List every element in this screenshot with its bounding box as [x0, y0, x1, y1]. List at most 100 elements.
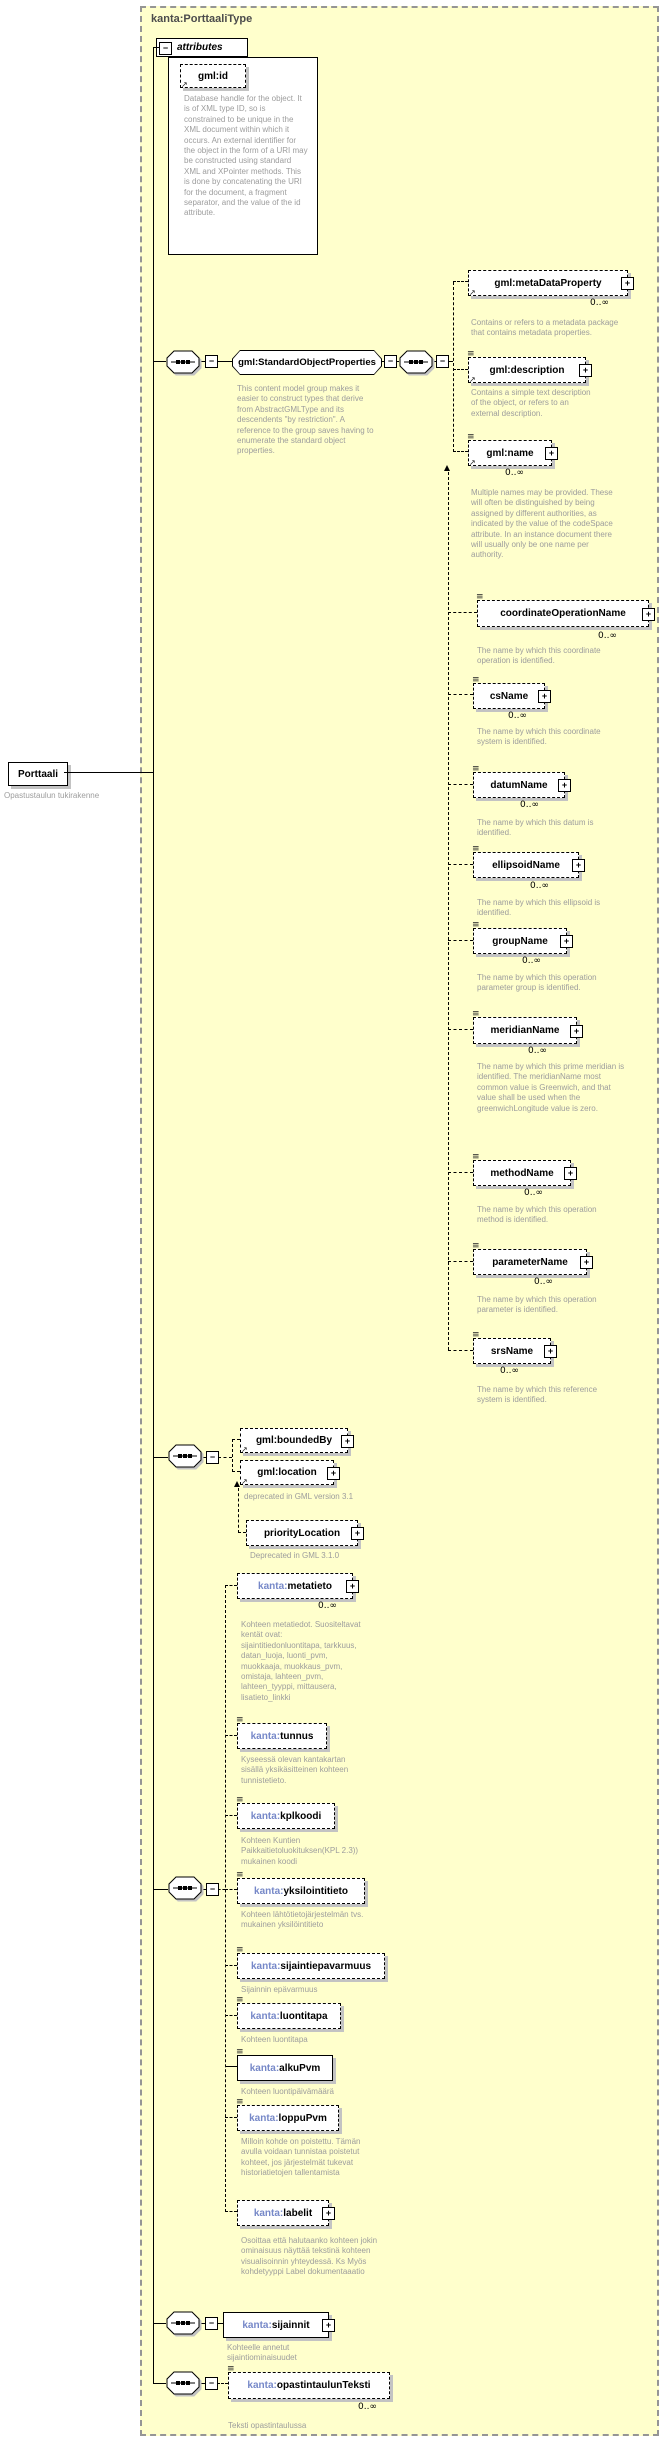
collapse-toggle[interactable]: −: [436, 355, 449, 368]
expand-toggle[interactable]: +: [572, 859, 585, 872]
element-csName[interactable]: csName≡+: [472, 676, 551, 709]
expand-toggle[interactable]: +: [564, 1167, 577, 1180]
annotation-text: The name by which this datum is identifi…: [477, 818, 594, 838]
element-groupName[interactable]: groupName≡+: [472, 921, 573, 954]
element-kanta:yksilointitieto[interactable]: kanta:yksilointitieto≡: [236, 1871, 365, 1904]
annotation-text: Kohteen luontitapa: [241, 2035, 308, 2044]
collapse-toggle[interactable]: −: [206, 1451, 219, 1464]
element-prefix: kanta:: [253, 2207, 284, 2219]
expand-toggle[interactable]: +: [579, 364, 592, 377]
sequence-compositor-icon[interactable]: [166, 2371, 200, 2400]
element-kanta:labelit[interactable]: kanta:labelit +: [237, 2200, 335, 2226]
expand-toggle[interactable]: +: [544, 1345, 557, 1358]
expand-toggle[interactable]: +: [545, 447, 558, 460]
sequence-compositor-icon[interactable]: [168, 1444, 202, 1473]
occurrence-indicator: 0..∞: [522, 956, 541, 966]
collapse-toggle[interactable]: −: [205, 2317, 218, 2330]
annotation-text: The name by which this operation method …: [477, 1205, 597, 1225]
annotation-lines-icon: ≡: [476, 592, 484, 602]
element-gml:name[interactable]: gml:name↗≡+: [467, 433, 558, 467]
element-Porttaali[interactable]: Porttaali: [8, 762, 68, 786]
expand-toggle[interactable]: +: [621, 277, 634, 290]
element-methodName[interactable]: methodName≡+: [472, 1153, 577, 1186]
element-name: location: [278, 1467, 317, 1478]
element-gml:StandardObjectProperties[interactable]: gml:StandardObjectProperties: [232, 350, 382, 375]
element-kanta:alkuPvm[interactable]: kanta:alkuPvm≡: [236, 2048, 333, 2081]
element-prefix: gml:: [489, 364, 511, 376]
element-coordinateOperationName[interactable]: coordinateOperationName≡+: [476, 593, 655, 627]
connector-line: [217, 2383, 228, 2384]
element-name: metaDataProperty: [515, 277, 602, 289]
connector-line: [225, 2015, 237, 2016]
element-kanta:metatieto[interactable]: kanta:metatieto+: [237, 1573, 359, 1599]
element-prefix: kanta:: [249, 2112, 279, 2124]
connector-line: [153, 2383, 166, 2384]
expand-toggle[interactable]: +: [346, 1580, 359, 1593]
occurrence-indicator: 0..∞: [520, 800, 539, 810]
expand-toggle[interactable]: +: [327, 1466, 340, 1480]
expand-toggle[interactable]: +: [351, 1527, 364, 1540]
element-kanta:loppuPvm[interactable]: kanta:loppuPvm≡: [236, 2098, 339, 2131]
element-priorityLocation[interactable]: priorityLocation +: [246, 1520, 364, 1546]
sequence-compositor-icon[interactable]: [166, 350, 200, 379]
element-gml:location[interactable]: gml:location ↗ +: [240, 1460, 340, 1486]
root-annotation: Opastustaulun tukirakenne: [4, 791, 100, 800]
element-prefix: gml:: [257, 1467, 279, 1478]
expand-toggle[interactable]: +: [580, 1256, 593, 1269]
element-srsName[interactable]: srsName≡+: [472, 1331, 557, 1364]
connector-line: [453, 369, 468, 370]
expand-toggle[interactable]: +: [538, 690, 551, 703]
element-gml:boundedBy[interactable]: gml:boundedBy↗+: [240, 1428, 354, 1454]
element-kanta:sijaintiepavarmuus[interactable]: kanta:sijaintiepavarmuus≡: [236, 1946, 385, 1979]
element-gml:description[interactable]: gml:description↗≡+: [467, 350, 592, 384]
annotation-text: The name by which this coordinate operat…: [477, 646, 601, 666]
element-prefix: gml:: [198, 70, 220, 82]
sequence-compositor-icon[interactable]: [168, 1876, 202, 1905]
element-name: labelit: [283, 2207, 313, 2219]
expand-toggle[interactable]: +: [558, 779, 571, 792]
connector-line: [153, 1457, 168, 1458]
annotation-lines-icon: ≡: [472, 1330, 480, 1340]
expand-toggle[interactable]: +: [341, 1434, 354, 1448]
element-gml:metaDataProperty[interactable]: gml:metaDataProperty↗+: [468, 270, 634, 297]
collapse-toggle[interactable]: −: [206, 1883, 219, 1896]
expand-toggle[interactable]: +: [322, 2207, 335, 2220]
element-name: opastintaulunTeksti: [276, 2380, 371, 2391]
element-kanta:luontitapa[interactable]: kanta:luontitapa≡: [236, 1996, 341, 2029]
element-name: sijaintiepavarmuus: [280, 1960, 372, 1972]
annotation-lines-icon: ≡: [472, 675, 480, 685]
occurrence-indicator: 0..∞: [530, 881, 549, 891]
element-kanta:opastintaulunTeksti[interactable]: kanta:opastintaulunTeksti≡: [227, 2365, 390, 2399]
element-meridianName[interactable]: meridianName≡+: [472, 1010, 583, 1044]
type-definition-frame: [140, 6, 659, 2436]
sequence-compositor-icon[interactable]: [399, 350, 433, 379]
collapse-toggle[interactable]: −: [205, 2377, 218, 2390]
element-name: tunnus: [280, 1730, 314, 1742]
element-gml:id[interactable]: gml:id↗: [180, 64, 246, 89]
element-name: priorityLocation: [263, 1527, 341, 1539]
element-kanta:kplkoodi[interactable]: kanta:kplkoodi≡: [236, 1796, 335, 1829]
element-parameterName[interactable]: parameterName≡+: [472, 1242, 593, 1275]
occurrence-indicator: 0..∞: [358, 2402, 377, 2412]
expand-toggle[interactable]: +: [560, 935, 573, 948]
element-prefix: kanta:: [250, 2010, 280, 2022]
annotation-text: Contains or refers to a metadata package…: [471, 318, 619, 338]
collapse-toggle[interactable]: −: [159, 42, 172, 55]
sequence-compositor-icon[interactable]: [166, 2311, 200, 2340]
annotation-lines-icon: ≡: [236, 1795, 244, 1805]
collapse-toggle[interactable]: −: [384, 355, 397, 368]
expand-toggle[interactable]: +: [570, 1024, 583, 1038]
element-datumName[interactable]: datumName≡+: [472, 765, 571, 798]
reference-arrow-icon: ↗: [241, 1445, 248, 1454]
connector-line: [218, 1889, 225, 1890]
annotation-lines-icon: ≡: [472, 764, 480, 774]
expand-toggle[interactable]: +: [322, 2319, 335, 2332]
collapse-toggle[interactable]: −: [205, 355, 218, 368]
expand-toggle[interactable]: +: [642, 607, 655, 621]
connector-line: [217, 2323, 223, 2324]
element-kanta:tunnus[interactable]: kanta:tunnus≡: [236, 1716, 327, 1749]
element-ellipsoidName[interactable]: ellipsoidName≡+: [472, 845, 585, 878]
reference-arrow-icon: ↗: [241, 1477, 248, 1486]
reference-arrow-icon: ↗: [469, 375, 476, 384]
element-kanta:sijainnit[interactable]: kanta:sijainnit+: [223, 2312, 335, 2338]
